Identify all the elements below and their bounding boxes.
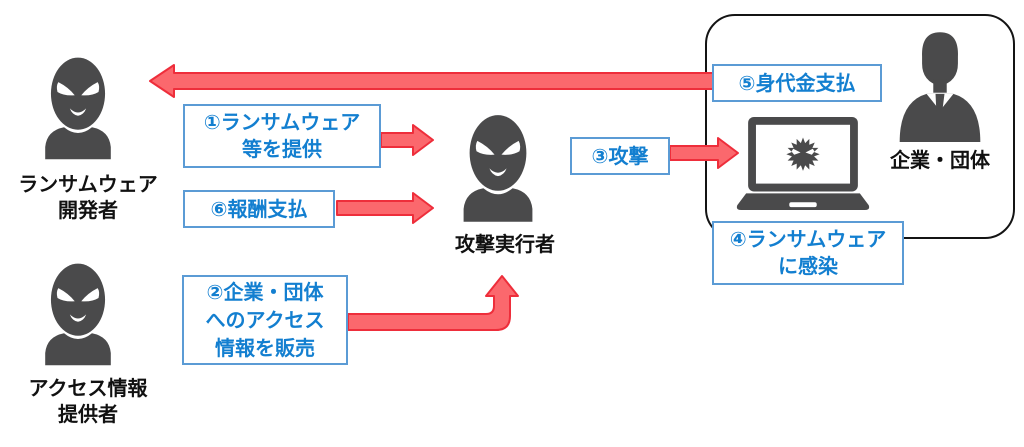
step1-box: ①ランサムウェア 等を提供 — [183, 104, 381, 168]
access-provider-hacker-icon — [45, 263, 111, 366]
step3-box: ③攻撃 — [570, 137, 670, 175]
step4-line2: に感染 — [778, 254, 838, 278]
step2-line1: ②企業・団体 — [206, 280, 324, 304]
step2-elbow-arrow-up-icon — [347, 275, 519, 331]
developer-label-line1: ランサムウェア — [18, 172, 158, 196]
step2-line2: へのアクセス — [205, 308, 325, 332]
developer-hacker-icon — [45, 57, 111, 160]
developer-label-line2: 開発者 — [58, 198, 118, 222]
step5-arrow-left-icon — [149, 64, 771, 98]
access-provider-label-line2: 提供者 — [58, 402, 118, 426]
virus-icon — [786, 137, 820, 171]
step1-line1: ①ランサムウェア — [203, 110, 361, 134]
laptop-malware-icon — [736, 116, 870, 211]
developer-label: ランサムウェア 開発者 — [3, 171, 173, 223]
step5-label: ⑤身代金支払 — [738, 70, 856, 95]
step1-arrow-right-icon — [380, 124, 434, 156]
attacker-label: 攻撃実行者 — [425, 231, 585, 257]
step5-box: ⑤身代金支払 — [712, 64, 882, 102]
attacker-hacker-icon — [463, 115, 533, 222]
step4-box: ④ランサムウェア に感染 — [712, 221, 904, 285]
step3-label: ③攻撃 — [591, 143, 649, 168]
attacker-label-text: 攻撃実行者 — [455, 232, 555, 256]
access-provider-label-line1: アクセス情報 — [28, 376, 148, 400]
step6-box: ⑥報酬支払 — [183, 190, 335, 228]
victim-label-text: 企業・団体 — [890, 148, 990, 172]
access-provider-label: アクセス情報 提供者 — [3, 375, 173, 427]
businessman-icon — [899, 32, 981, 142]
step2-line3: 情報を販売 — [215, 336, 315, 360]
step6-label: ⑥報酬支払 — [210, 196, 308, 221]
step4-line1: ④ランサムウェア — [729, 227, 887, 251]
step6-arrow-right-icon — [336, 192, 434, 224]
step1-line2: 等を提供 — [242, 137, 322, 161]
step2-box: ②企業・団体 へのアクセス 情報を販売 — [182, 275, 348, 365]
step3-arrow-right-icon — [669, 137, 739, 169]
victim-label: 企業・団体 — [869, 147, 1011, 173]
